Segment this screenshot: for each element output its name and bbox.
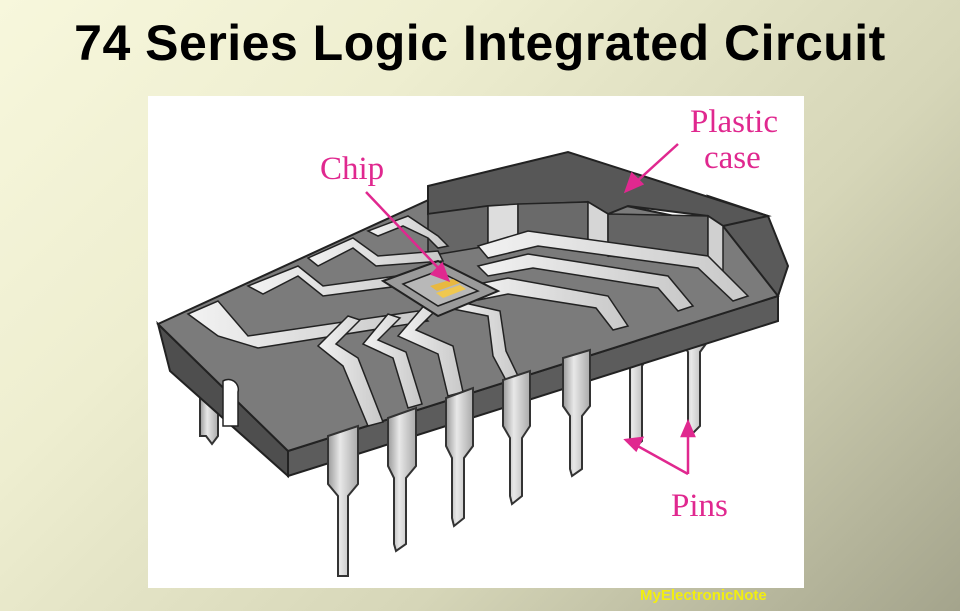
label-plastic-case-2: case: [704, 140, 761, 176]
label-chip: Chip: [320, 151, 385, 187]
ic-cutaway-illustration: [156, 143, 790, 577]
ic-diagram: Chip Plastic case Pins: [148, 96, 804, 588]
label-pins: Pins: [671, 488, 728, 524]
label-plastic-case-1: Plastic: [690, 104, 778, 140]
lead-frame-traces: [186, 215, 750, 427]
chip-die: [430, 279, 466, 298]
watermark: MyElectronicNote: [640, 587, 767, 604]
front-pins: [327, 348, 591, 577]
page-title: 74 Series Logic Integrated Circuit: [74, 15, 886, 71]
callout-arrows: [365, 143, 696, 476]
